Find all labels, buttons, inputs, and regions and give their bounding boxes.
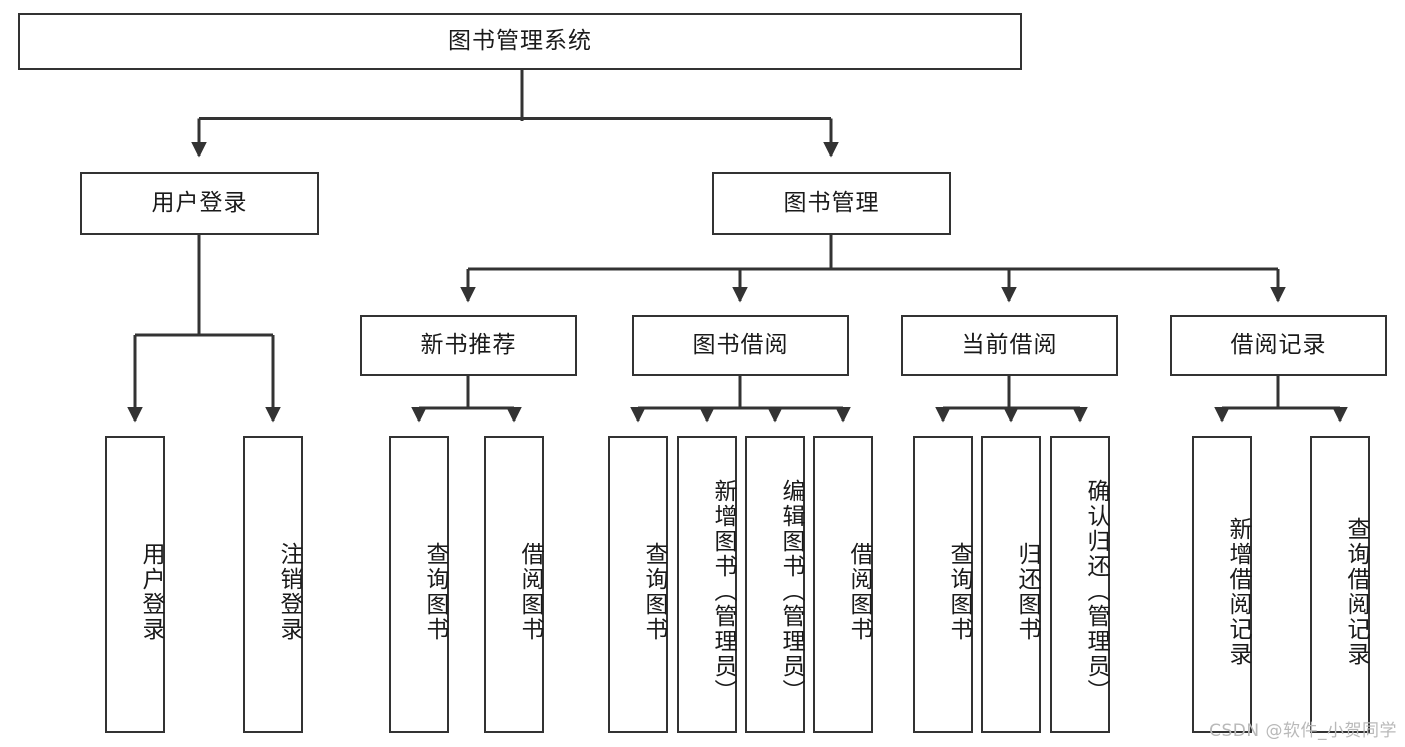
leaf-borrow-record-add[interactable]: 新增借阅记录 [1192,436,1252,733]
node-book-borrow[interactable]: 图书借阅 [632,315,849,376]
leaf-new-book-borrow[interactable]: 借阅图书 [484,436,544,733]
node-new-book-recommend[interactable]: 新书推荐 [360,315,577,376]
node-book-management[interactable]: 图书管理 [712,172,951,235]
leaf-book-borrow-edit[interactable]: 编辑图书（管理员） [745,436,805,733]
leaf-new-book-query[interactable]: 查询图书 [389,436,449,733]
node-borrow-record[interactable]: 借阅记录 [1170,315,1387,376]
leaf-book-borrow-add[interactable]: 新增图书（管理员） [677,436,737,733]
leaf-borrow-record-query[interactable]: 查询借阅记录 [1310,436,1370,733]
leaf-book-borrow-query[interactable]: 查询图书 [608,436,668,733]
leaf-user-login-logout[interactable]: 注销登录 [243,436,303,733]
leaf-current-borrow-query[interactable]: 查询图书 [913,436,973,733]
leaf-current-borrow-return[interactable]: 归还图书 [981,436,1041,733]
node-current-borrow[interactable]: 当前借阅 [901,315,1118,376]
node-user-login[interactable]: 用户登录 [80,172,319,235]
node-root-system[interactable]: 图书管理系统 [18,13,1022,70]
leaf-user-login-login[interactable]: 用户登录 [105,436,165,733]
leaf-current-borrow-confirm-return[interactable]: 确认归还（管理员） [1050,436,1110,733]
leaf-book-borrow-borrow[interactable]: 借阅图书 [813,436,873,733]
watermark-text: CSDN @软件_小贺同学 [1209,721,1397,741]
